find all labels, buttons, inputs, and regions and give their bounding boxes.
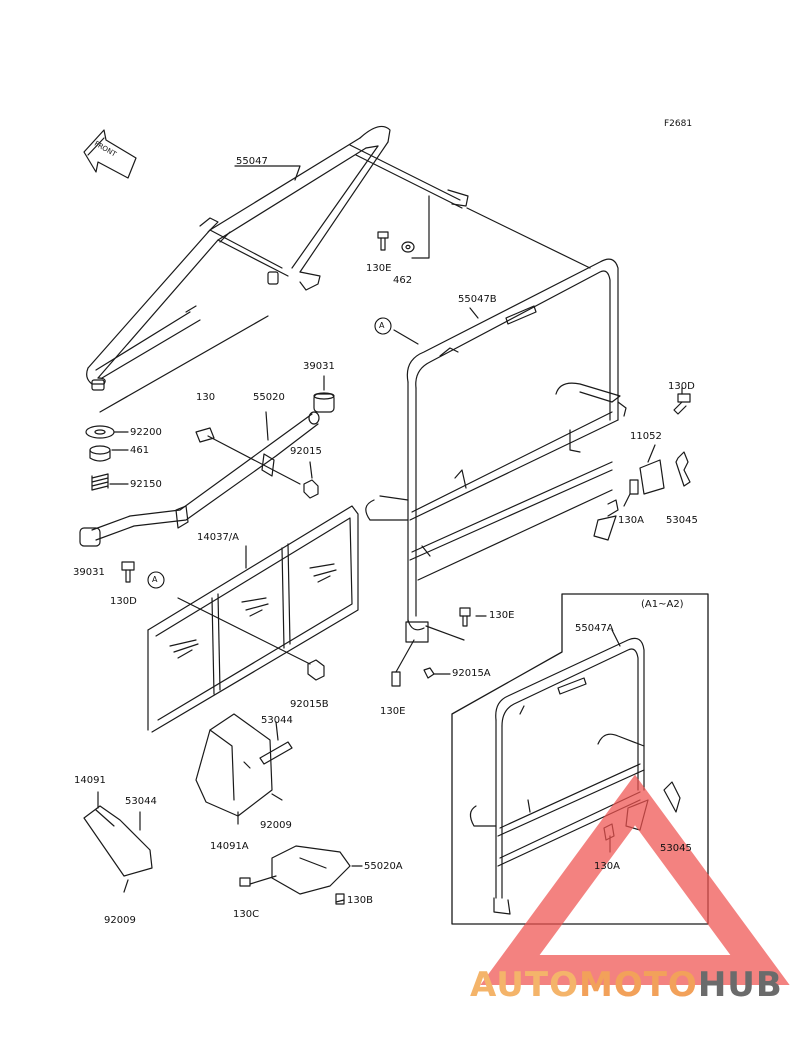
part-label-130d-right: 130D — [668, 381, 695, 392]
part-label-92200: 92200 — [130, 427, 162, 438]
callout-a-lower — [148, 572, 164, 588]
part-label-130e-top: 130E — [366, 263, 392, 274]
part-label-92009-center: 92009 — [260, 820, 292, 831]
part-label-130d-left: 130D — [110, 596, 137, 607]
washer-92200-icon — [86, 426, 114, 438]
watermark-part-auto: AUTO — [470, 965, 579, 1005]
watermark-triangle-icon — [510, 800, 760, 970]
nut-92015a-icon — [424, 668, 434, 678]
part-label-92015a: 92015A — [452, 668, 491, 679]
net-14037A — [148, 506, 358, 732]
part-label-55047b: 55047B — [458, 294, 497, 305]
latch-11052-icon — [640, 452, 690, 494]
bushing-461-icon — [90, 446, 110, 461]
part-label-130a: 130A — [618, 515, 644, 526]
part-label-130b: 130B — [347, 895, 373, 906]
part-label-130c: 130C — [233, 909, 260, 920]
part-label-462: 462 — [393, 275, 413, 286]
roll-bar-top-55047 — [87, 126, 468, 390]
part-label-461: 461 — [130, 445, 150, 456]
spring-92150-icon — [92, 474, 108, 490]
callout-a-upper-label: A — [379, 321, 385, 330]
watermark-logo: AUTOMOTOHUB — [470, 965, 783, 1005]
watermark-part-hub: HUB — [697, 965, 783, 1005]
variant-box-label: (A1~A2) — [641, 599, 684, 610]
part-label-39031-upper: 39031 — [303, 361, 335, 372]
bolt-130-icon — [196, 428, 214, 442]
strap-53044-icon — [260, 742, 292, 764]
cap-39031-lower-icon — [80, 528, 100, 546]
cap-39031-upper-icon — [314, 393, 334, 412]
rear-frame-55047B — [366, 259, 626, 642]
part-label-55020a: 55020A — [364, 861, 403, 872]
part-label-130e-lower: 130E — [380, 706, 406, 717]
part-label-11052: 11052 — [630, 431, 662, 442]
part-label-53044-left: 53044 — [125, 796, 157, 807]
part-label-130e-right: 130E — [489, 610, 515, 621]
guard-14091 — [84, 806, 152, 876]
bolt-130c-icon — [240, 878, 250, 886]
front-arrow-icon — [84, 130, 136, 178]
part-label-130: 130 — [196, 392, 216, 403]
guard-14091A — [196, 714, 272, 816]
nut-92015-icon — [304, 480, 318, 498]
part-label-53045-box: 53045 — [660, 843, 692, 854]
part-label-55020: 55020 — [253, 392, 285, 403]
part-label-53045: 53045 — [666, 515, 698, 526]
figure-code: F2681 — [664, 119, 693, 129]
part-label-55047: 55047 — [236, 156, 268, 167]
part-label-14091: 14091 — [74, 775, 106, 786]
part-label-92009-left: 92009 — [104, 915, 136, 926]
part-label-14037a: 14037/A — [197, 532, 240, 543]
plate-55020A — [272, 846, 350, 894]
part-label-39031-lower: 39031 — [73, 567, 105, 578]
part-label-92015b: 92015B — [290, 699, 329, 710]
part-label-55047a: 55047A — [575, 623, 614, 634]
bolt-130d-lower-icon — [122, 562, 134, 582]
callout-a-lower-label: A — [152, 575, 158, 584]
part-label-92015: 92015 — [290, 446, 322, 457]
callout-a-upper — [375, 318, 391, 334]
part-label-14091a: 14091A — [210, 841, 249, 852]
washer-462-icon — [402, 242, 414, 252]
bolt-130e-lower-icon — [460, 608, 470, 626]
bolt-130d-icon — [674, 394, 690, 414]
part-label-92150: 92150 — [130, 479, 162, 490]
watermark-part-moto: MOTO — [578, 965, 698, 1005]
bolt-130e-lower2-icon — [392, 672, 400, 686]
part-label-53044-center: 53044 — [261, 715, 293, 726]
bolt-130b-icon — [336, 894, 344, 904]
nut-92015b-icon — [308, 660, 324, 680]
part-label-130a-box: 130A — [594, 861, 620, 872]
bolt-130e-icon — [378, 232, 388, 250]
